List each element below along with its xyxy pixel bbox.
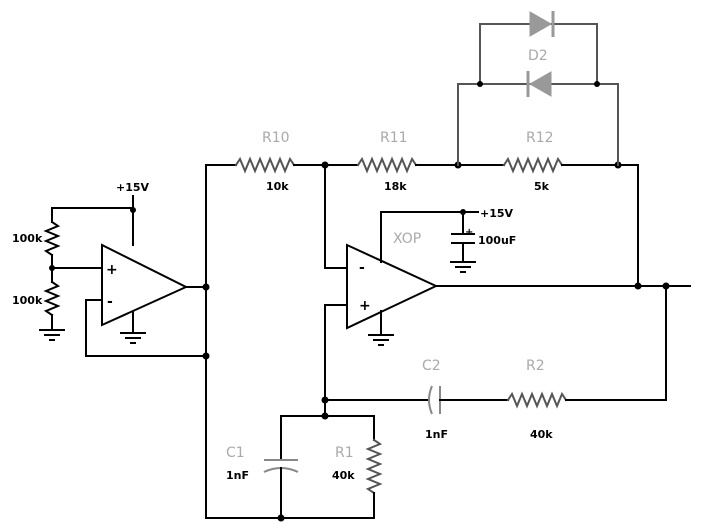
- ground-icon: [368, 334, 394, 346]
- capacitor-c2: [428, 385, 441, 415]
- capacitor-c1-name: C1: [226, 445, 245, 461]
- capacitor-supply-value: 100uF: [478, 234, 516, 247]
- resistor-r12-name: R12: [526, 130, 554, 146]
- resistor-divider-top: [43, 220, 61, 257]
- opamp-xop: - + XOP +15V + 100uF: [324, 164, 691, 417]
- opamp-xop-body: [346, 243, 439, 330]
- opamp-buffer-body: [101, 243, 189, 327]
- capacitor-supply-polarity: +: [465, 227, 473, 238]
- opamp-xop-minus: -: [359, 260, 365, 276]
- resistor-r1-name: R1: [335, 445, 354, 461]
- resistor-divider-bottom-value: 100k: [12, 294, 43, 307]
- ground-icon: [39, 329, 65, 341]
- resistor-r2-name: R2: [526, 358, 545, 374]
- diode-d2-name: D2: [528, 48, 548, 64]
- capacitor-c1-value: 1nF: [226, 469, 249, 482]
- resistor-r2-value: 40k: [530, 428, 553, 441]
- diode-reverse-icon: [526, 71, 552, 97]
- bias-node-feedback: [202, 352, 210, 360]
- feedback-bandpass-network: C2 1nF R2 40k C1 1nF R1 40k: [226, 285, 667, 519]
- diode-node-right: [594, 81, 600, 87]
- output-node: [634, 282, 642, 290]
- ground-icon: [120, 332, 146, 344]
- resistor-r10-value: 10k: [266, 180, 289, 193]
- resistor-r1-value: 40k: [332, 469, 355, 482]
- diode-node-left: [477, 81, 483, 87]
- ground-icon: [450, 261, 476, 273]
- supply-label-right: +15V: [480, 207, 514, 220]
- resistor-r10-name: R10: [262, 130, 290, 146]
- opamp-buffer: + -: [85, 243, 207, 357]
- feedback-resistor-chain: R10 10k R11 18k R12 5k: [205, 130, 639, 287]
- opamp-xop-name: XOP: [393, 231, 421, 247]
- resistor-r10: [234, 156, 296, 174]
- bias-node-output: [202, 283, 210, 291]
- opamp-buffer-plus: +: [106, 262, 118, 278]
- supply-label-left: +15V: [116, 181, 150, 194]
- resistor-r2: [506, 391, 568, 409]
- bias-bus: [202, 164, 375, 522]
- diode-forward-icon: [529, 11, 555, 37]
- capacitor-c2-name: C2: [422, 358, 441, 374]
- opamp-buffer-minus: -: [107, 294, 113, 310]
- resistor-r11-name: R11: [380, 130, 408, 146]
- resistor-divider-bottom: [43, 280, 61, 317]
- resistor-r11: [356, 156, 418, 174]
- resistor-divider-top-value: 100k: [12, 232, 43, 245]
- capacitor-c2-value: 1nF: [425, 428, 448, 441]
- left-bias-network: +15V 100k 100k: [12, 181, 150, 341]
- diode-pair-d2: D2: [457, 11, 619, 166]
- opamp-xop-plus: +: [359, 298, 371, 314]
- resistor-r1: [365, 438, 383, 495]
- resistor-r12-value: 5k: [534, 180, 550, 193]
- resistor-r11-value: 18k: [384, 180, 407, 193]
- resistor-r12: [502, 156, 564, 174]
